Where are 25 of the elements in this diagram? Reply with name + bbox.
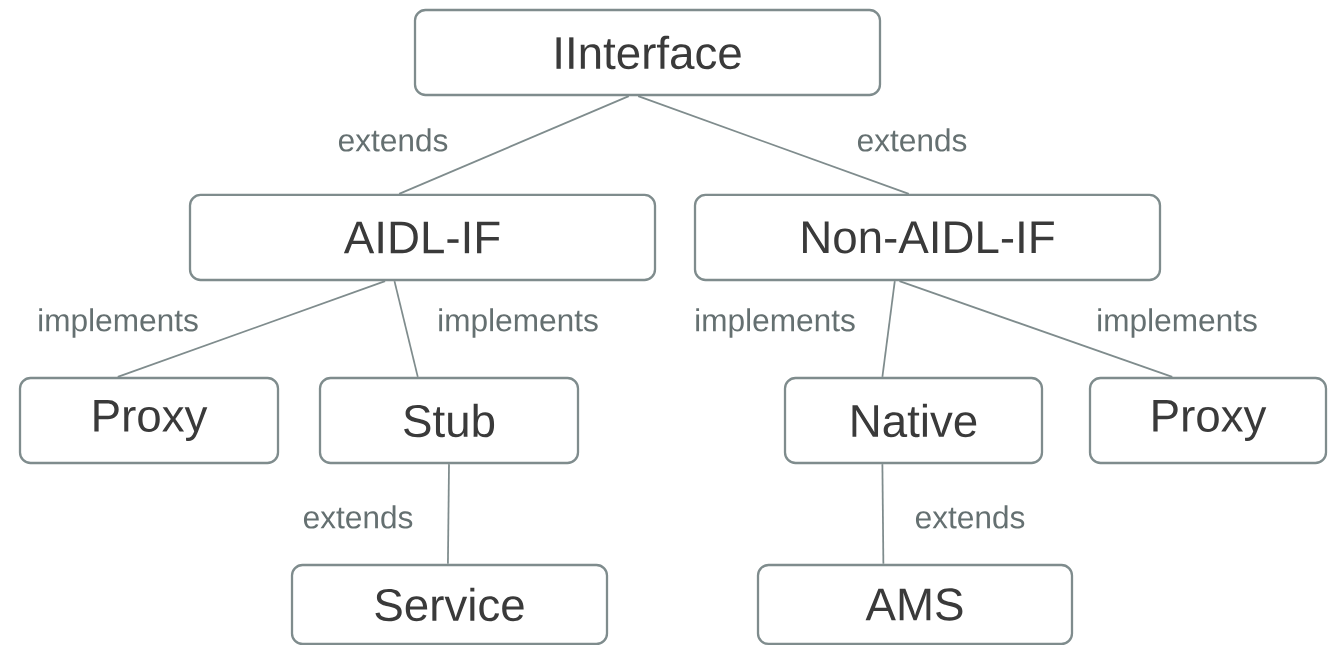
class-box: Stub bbox=[318, 376, 580, 465]
class-box: IInterface bbox=[413, 8, 882, 97]
connector-line bbox=[398, 95, 630, 195]
connector-line bbox=[393, 280, 419, 378]
connector-line bbox=[447, 463, 450, 565]
class-box: Proxy bbox=[18, 376, 280, 465]
class-box: AIDL-IF bbox=[188, 193, 657, 282]
connector-line bbox=[637, 95, 910, 195]
connector-line bbox=[898, 280, 1174, 378]
connector-line bbox=[881, 280, 896, 378]
connector-line bbox=[881, 463, 885, 565]
edge-label: implements bbox=[35, 306, 201, 340]
edge-label: implements bbox=[1094, 306, 1260, 340]
class-box: Service bbox=[290, 563, 609, 646]
edge-label: extends bbox=[300, 503, 416, 531]
class-box: AMS bbox=[756, 563, 1074, 646]
class-box: Proxy bbox=[1088, 376, 1328, 465]
connector-line bbox=[116, 280, 386, 378]
class-box: Non-AIDL-IF bbox=[693, 193, 1162, 282]
edge-label: extends bbox=[335, 126, 451, 154]
edge-label: implements bbox=[435, 306, 601, 340]
edge-label: extends bbox=[912, 503, 1028, 531]
edge-label: extends bbox=[854, 126, 970, 154]
edge-label: implements bbox=[692, 306, 858, 340]
class-box: Native bbox=[783, 376, 1044, 465]
